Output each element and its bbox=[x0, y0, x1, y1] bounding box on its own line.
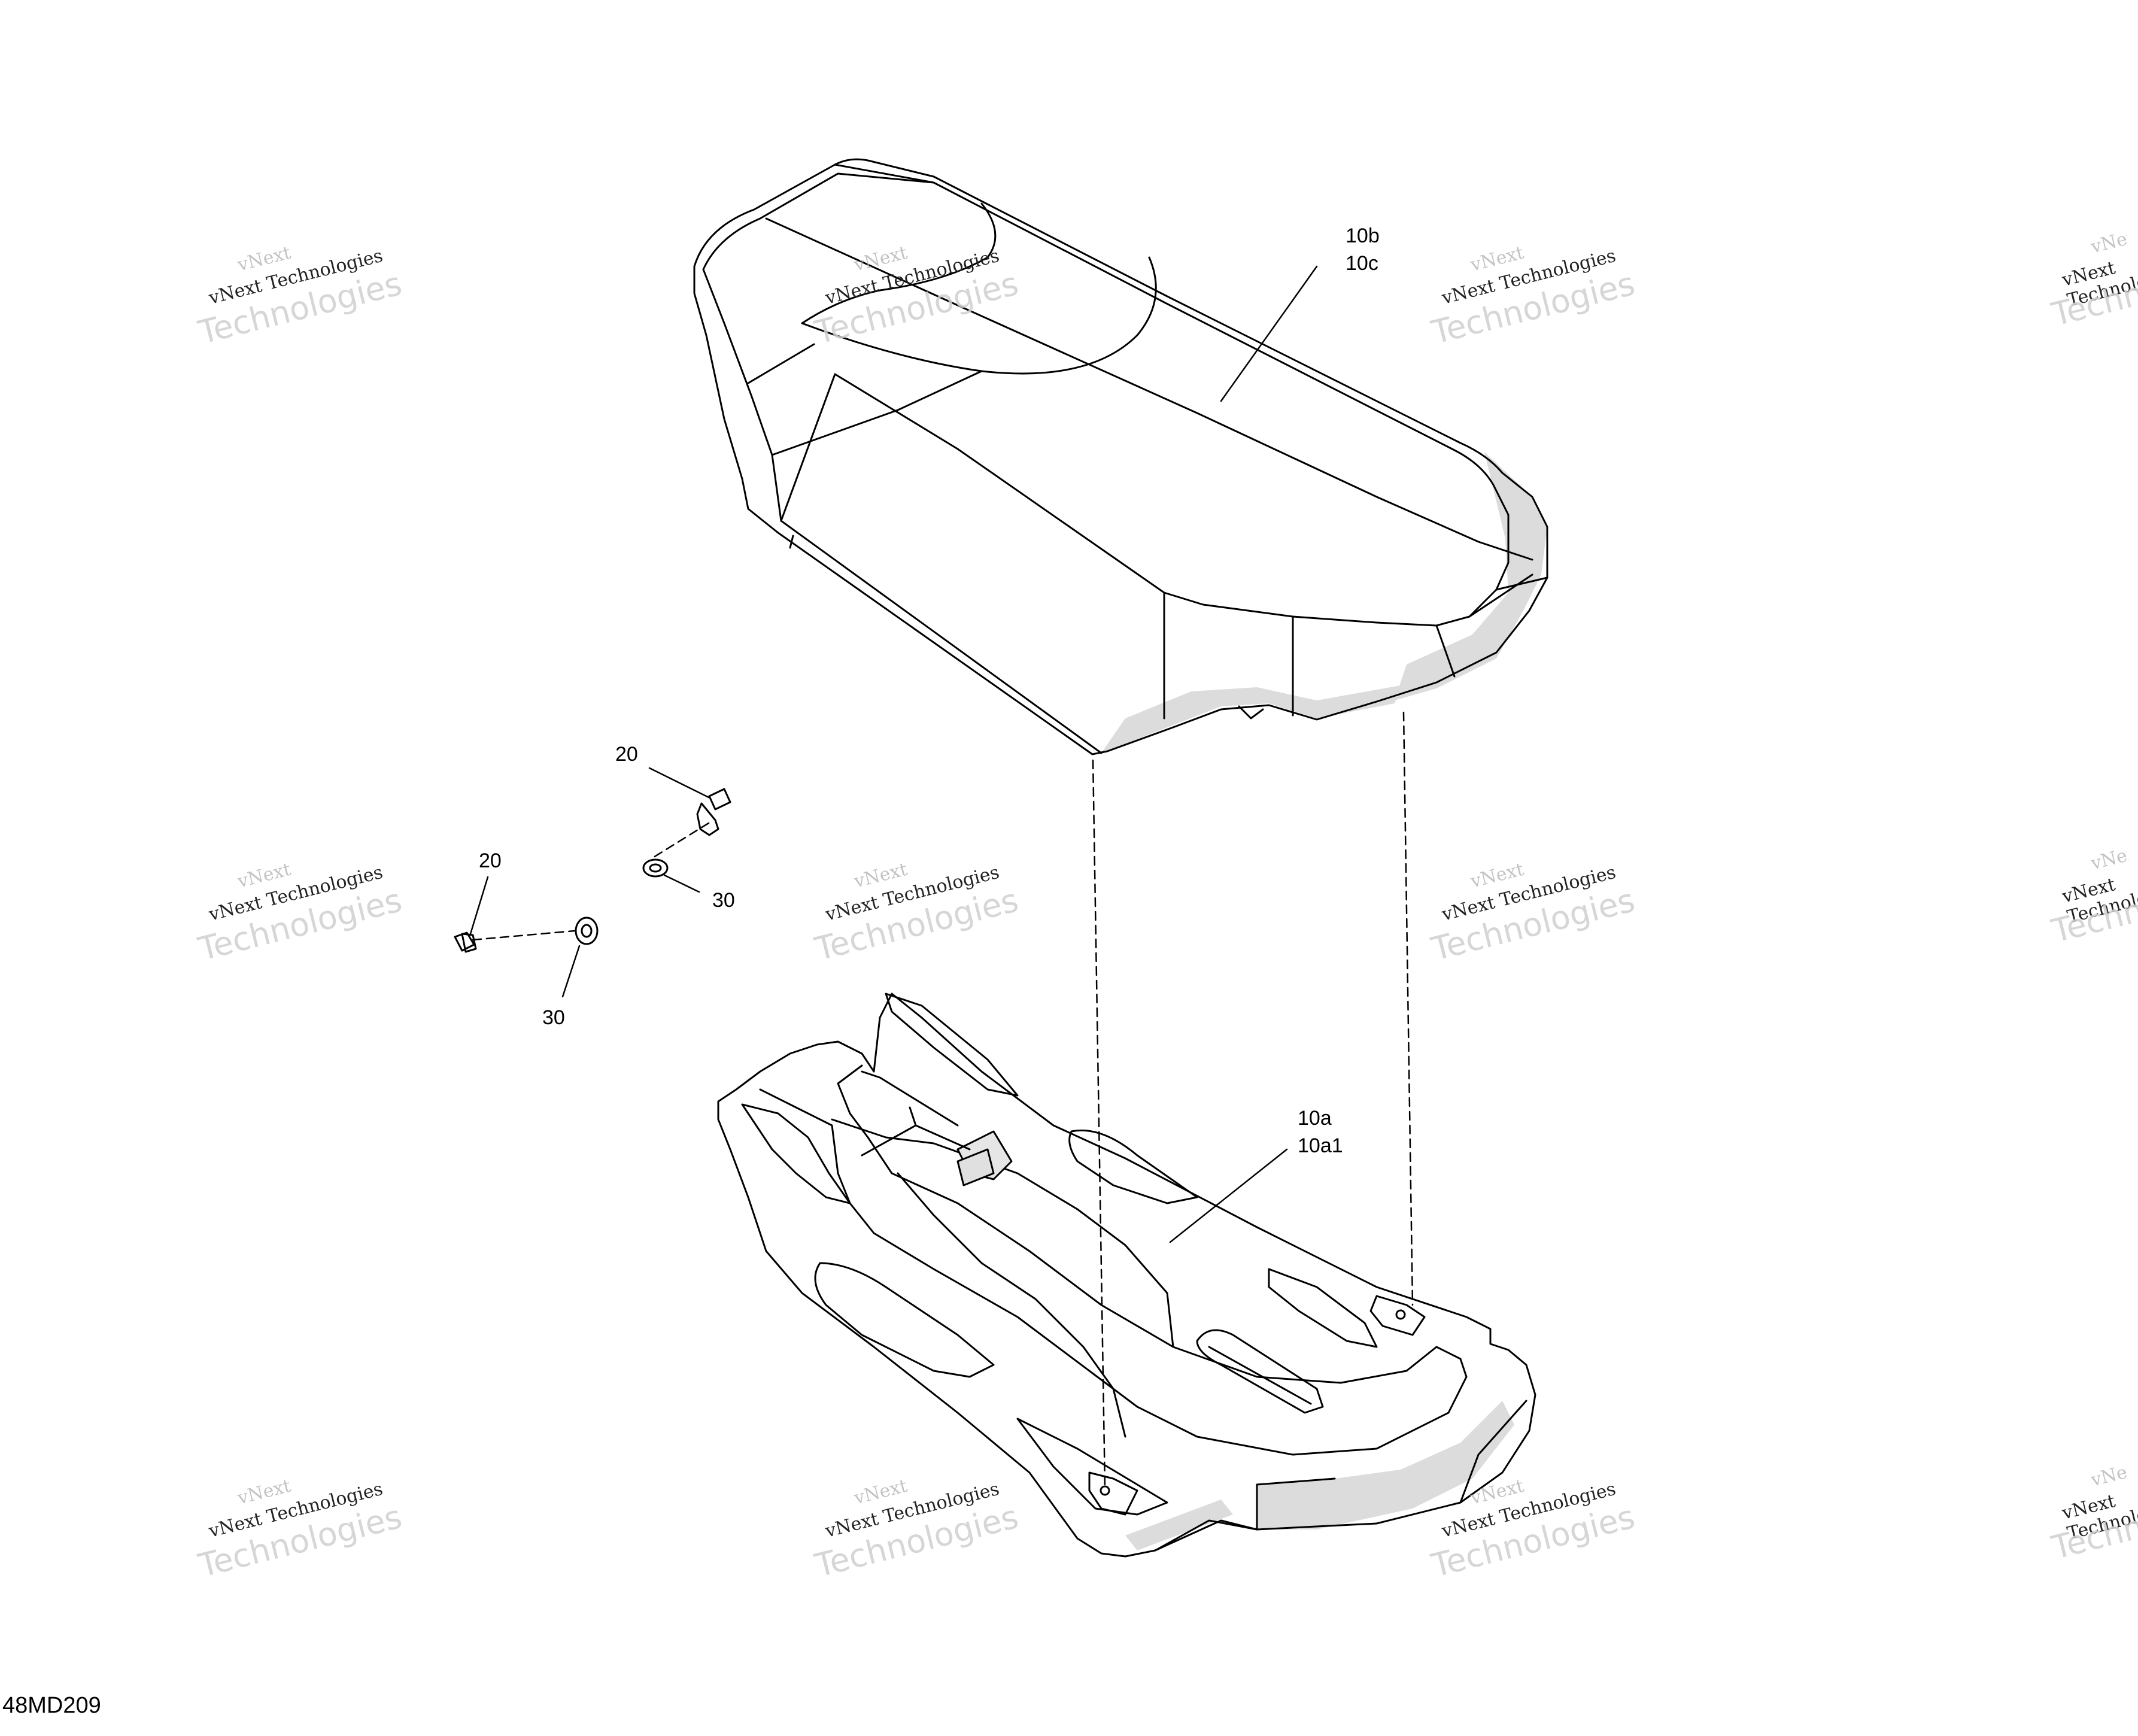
callout-30-lower: 30 bbox=[542, 1006, 565, 1029]
callout-30-upper: 30 bbox=[712, 889, 735, 912]
hardware bbox=[454, 788, 731, 953]
washer-lower bbox=[575, 916, 599, 945]
base-inner-rim bbox=[759, 1064, 1468, 1456]
screw-upper bbox=[696, 788, 731, 836]
base-shade-2 bbox=[1125, 1500, 1233, 1550]
base-slot-right-front bbox=[1268, 1268, 1378, 1348]
seat-cushion bbox=[693, 158, 1548, 755]
mount-hole-front bbox=[1395, 1309, 1406, 1320]
mount-hole-rear bbox=[1100, 1485, 1110, 1496]
seat-top-edge bbox=[702, 172, 1510, 627]
callout-10a1: 10a1 bbox=[1298, 1134, 1343, 1157]
base-slot-left-rear bbox=[741, 1103, 851, 1204]
callout-20-lower: 20 bbox=[479, 849, 502, 872]
base-outline bbox=[717, 993, 1536, 1558]
base-tab bbox=[956, 1148, 995, 1186]
base-slot-right-rear bbox=[885, 993, 1019, 1097]
figure-id: 48MD209 bbox=[2, 1693, 101, 1718]
base-slot-bottom bbox=[1016, 1418, 1168, 1516]
washer-upper bbox=[642, 858, 669, 878]
callout-10c: 10c bbox=[1346, 252, 1378, 275]
base-slot-center bbox=[1196, 1329, 1324, 1414]
seat-base bbox=[717, 993, 1536, 1558]
seat-contour bbox=[801, 256, 1157, 375]
seat-shade-bottom bbox=[1101, 685, 1401, 753]
leader-lines bbox=[469, 265, 1318, 1243]
seat-center-seam bbox=[765, 217, 1533, 561]
seat-outline bbox=[693, 158, 1548, 755]
base-pad-mid bbox=[897, 1172, 1126, 1438]
callout-10a: 10a bbox=[1298, 1107, 1332, 1130]
base-shade-1 bbox=[1257, 1401, 1514, 1529]
base-slot-right-mid bbox=[1068, 1129, 1198, 1204]
base-slot-left-front bbox=[814, 1262, 995, 1378]
base-mount-rear bbox=[1088, 1471, 1138, 1516]
seat-shade-front bbox=[1395, 452, 1547, 700]
base-mount-front bbox=[1369, 1295, 1426, 1336]
callout-20-upper: 20 bbox=[615, 743, 638, 766]
callout-10b: 10b bbox=[1346, 224, 1380, 247]
screw-lower bbox=[454, 931, 477, 953]
assembly-lines bbox=[472, 711, 1414, 1489]
